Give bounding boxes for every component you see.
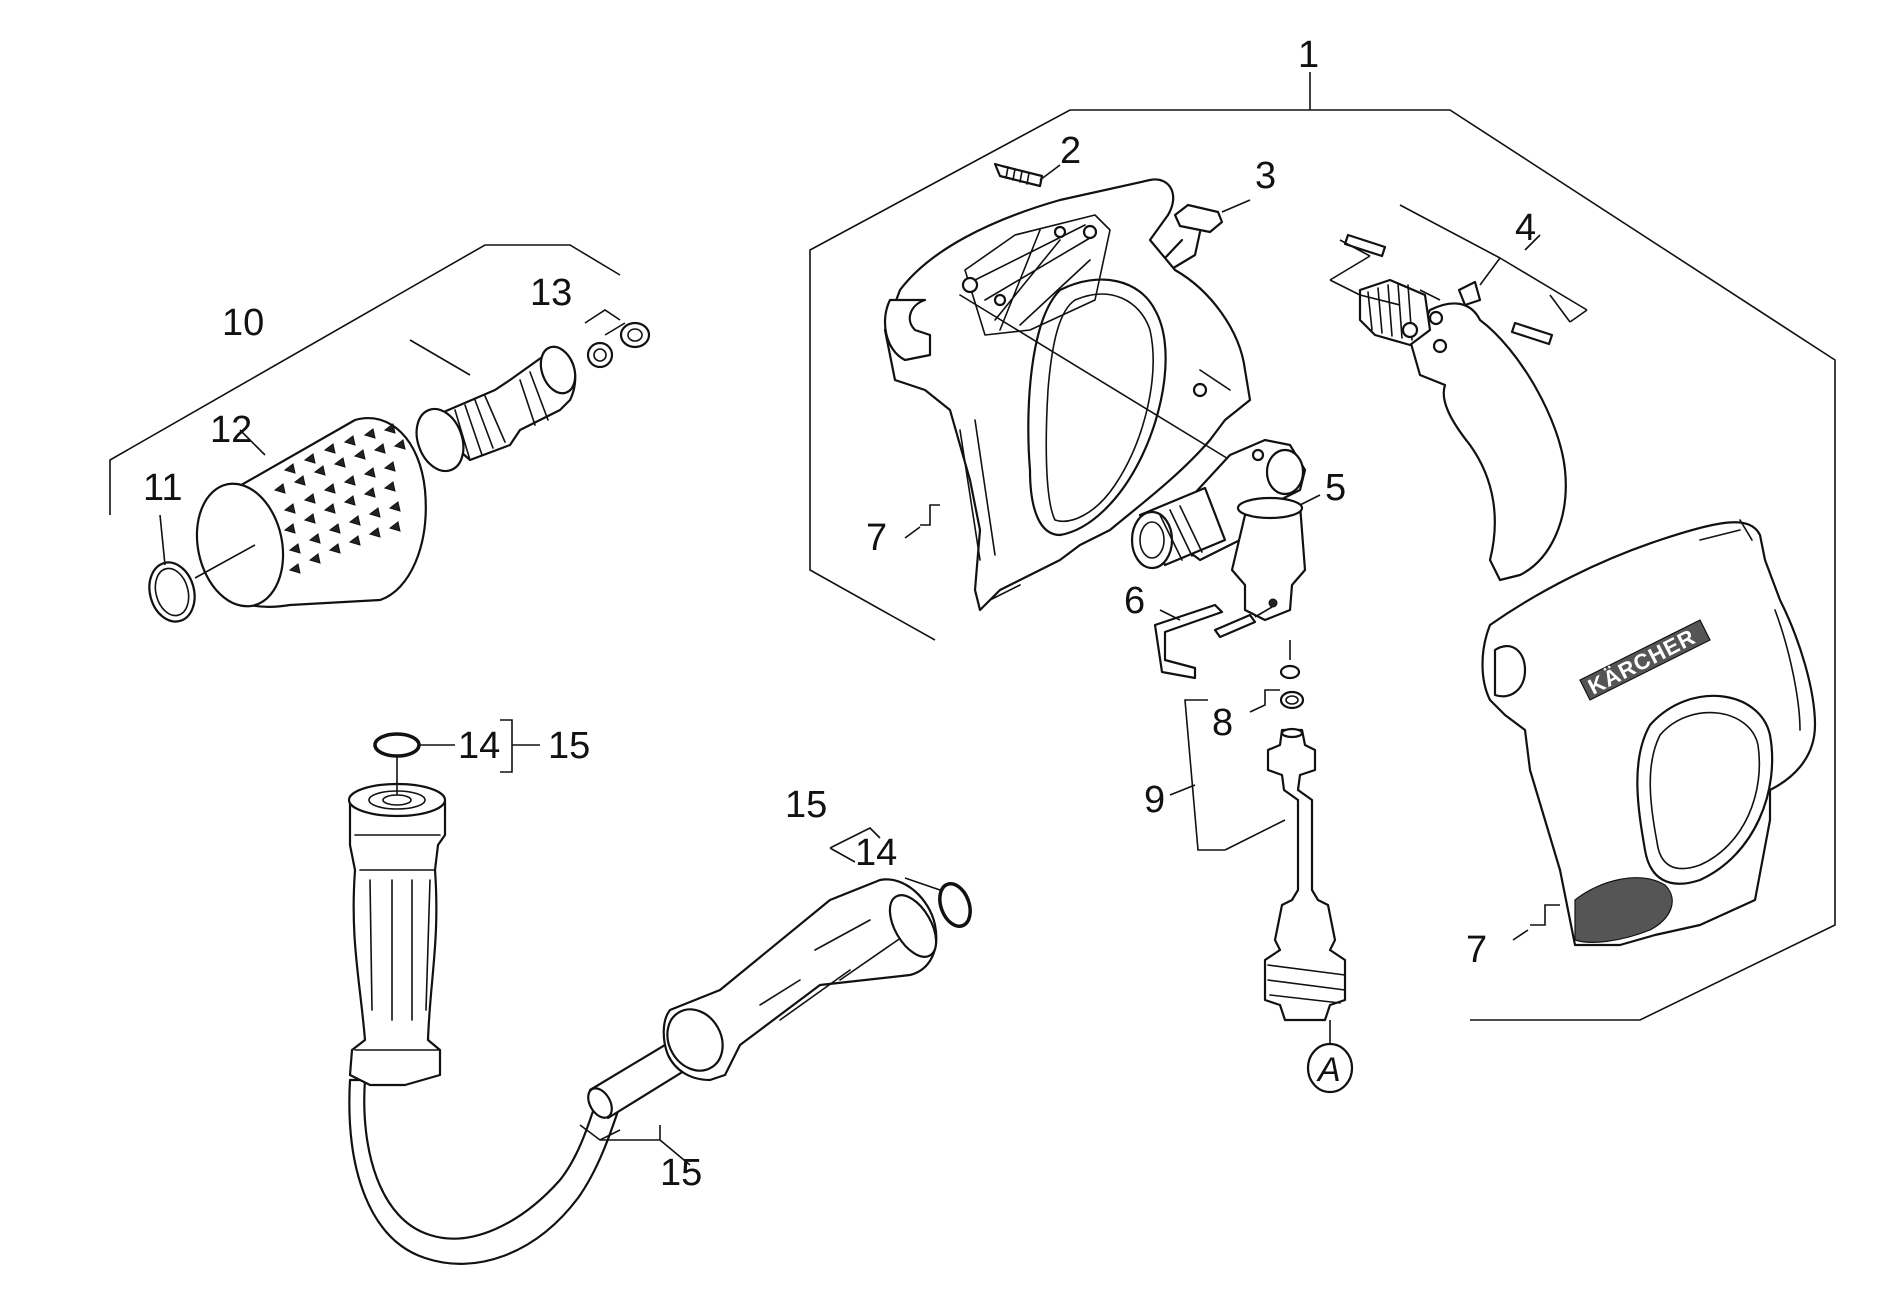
snap-ring-part (148, 561, 196, 623)
callout-14a: 14 (458, 725, 500, 767)
right-housing-half: KÄRCHER (1481, 519, 1817, 947)
callout-2: 2 (1060, 130, 1081, 172)
leader-11 (159, 514, 166, 566)
leader-9 (1169, 784, 1196, 796)
callout-5: 5 (1325, 467, 1346, 509)
callout-8-bracket (1249, 640, 1291, 713)
callout-15c-bracket (579, 1124, 691, 1166)
perforated-sleeve-part (195, 417, 427, 608)
trigger-part (1358, 278, 1567, 582)
callout-11: 11 (143, 467, 182, 509)
leader-11b (194, 544, 256, 579)
hose-fitting-right (662, 878, 938, 1082)
callout-9-bracket (1184, 699, 1286, 851)
callout-15c: 15 (660, 1152, 702, 1194)
assembly-10-group-outline (109, 244, 621, 515)
retaining-clip-part (1153, 603, 1257, 680)
leader-5 (1299, 494, 1321, 506)
callout-7a: 7 (866, 517, 887, 559)
assembly-1-group-outline (809, 109, 1836, 1021)
leader-12 (239, 429, 266, 456)
callout-1: 1 (1298, 34, 1319, 76)
callout-8: 8 (1212, 702, 1233, 744)
connection-marker-label: A (1316, 1051, 1341, 1089)
elbow-connector-part (1130, 438, 1307, 622)
callout-12: 12 (210, 409, 252, 451)
lance-pipe-part (1263, 727, 1347, 1022)
callout-7b-bracket (1512, 904, 1560, 941)
callout-15a: 15 (548, 725, 590, 767)
trigger-pin-right (1510, 321, 1554, 346)
nozzle-core-part (415, 345, 577, 473)
trigger-pin-left (1343, 233, 1387, 258)
hose-o-ring-right (938, 882, 972, 928)
callout-15a-bracket (500, 719, 540, 773)
callout-10: 10 (222, 302, 264, 344)
callout-labels: 1 2 3 4 5 6 7 7 8 9 10 11 12 13 14 15 15… (143, 34, 1536, 1194)
hose-o-ring-left (373, 732, 421, 758)
callout-13: 13 (530, 272, 572, 314)
leader-nozzle (409, 339, 471, 376)
callout-13-bracket (584, 309, 626, 336)
callout-4: 4 (1515, 207, 1536, 249)
callout-6: 6 (1124, 580, 1145, 622)
callout-7a-bracket (904, 504, 940, 539)
leader-2 (1039, 164, 1061, 181)
leader-6 (1159, 609, 1181, 621)
callout-7b: 7 (1466, 929, 1487, 971)
connection-marker-circle (1306, 1042, 1354, 1094)
sleeve-perforations (273, 423, 406, 574)
callout-9: 9 (1144, 779, 1165, 821)
screw-part (993, 162, 1044, 188)
callout-3: 3 (1255, 155, 1276, 197)
nozzle-rings-part (586, 321, 651, 369)
hose-fitting-left (347, 782, 447, 1087)
callout-15b: 15 (785, 784, 827, 826)
left-housing-half (883, 178, 1252, 612)
small-o-rings-part (1279, 664, 1305, 710)
callout-4-bracket (1329, 204, 1588, 323)
callout-14b-bracket (829, 827, 941, 891)
leader-6b (1254, 606, 1273, 618)
leader-3 (1221, 199, 1251, 213)
callout-14b: 14 (855, 832, 897, 874)
